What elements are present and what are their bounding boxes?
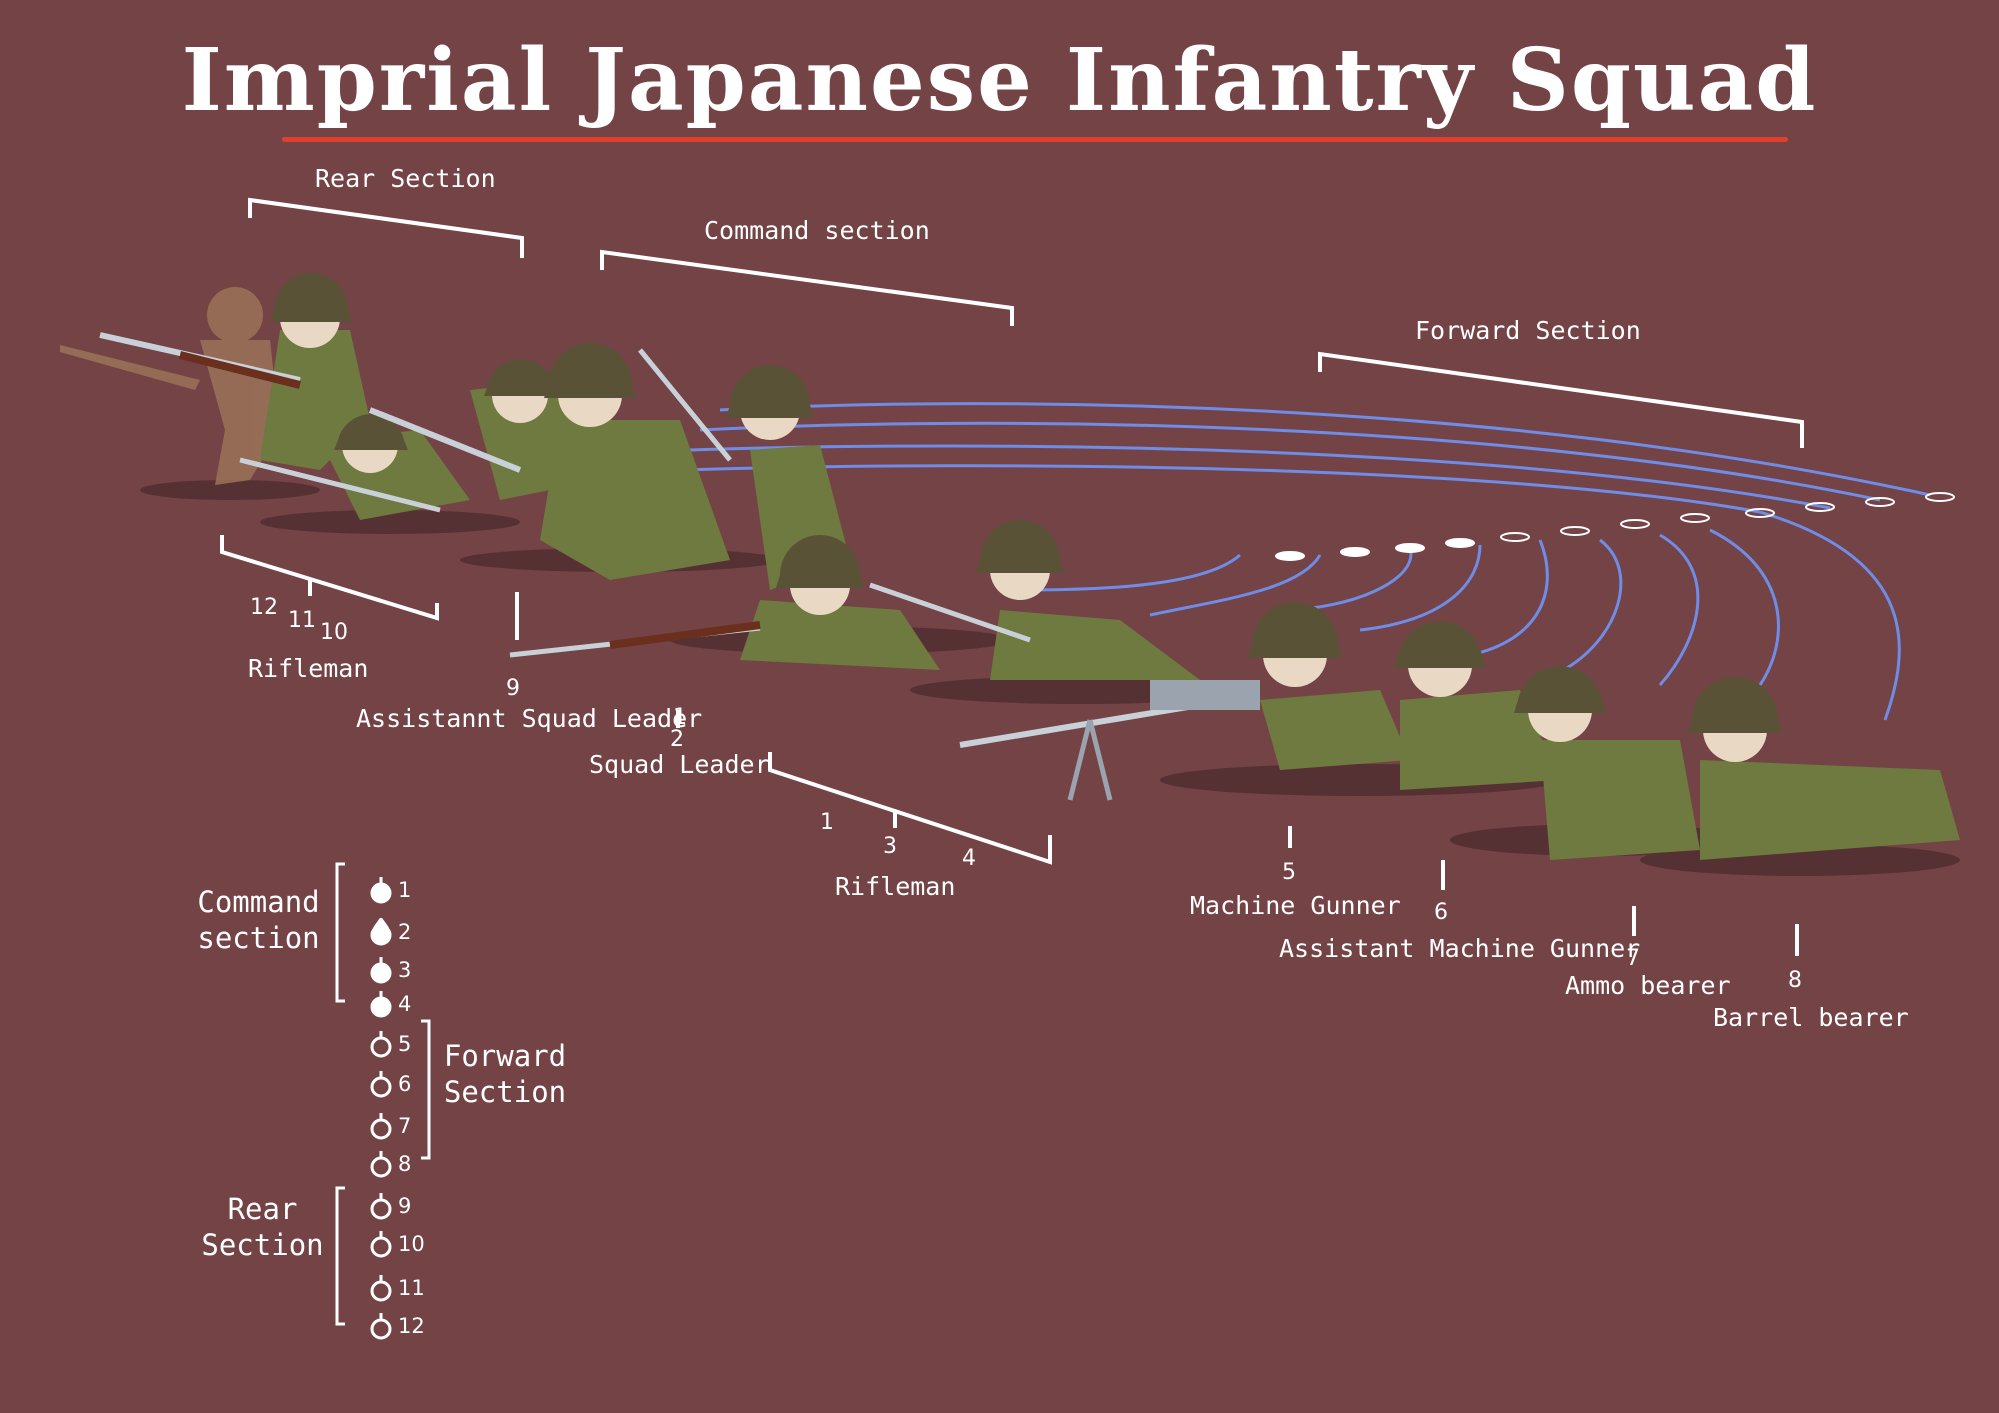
legend-item-number: 6 (398, 1072, 412, 1096)
legend-item-number: 3 (398, 958, 412, 982)
legend-item-number: 8 (398, 1152, 412, 1176)
hollow-marker-icon (370, 1113, 392, 1140)
legend-item-number: 7 (398, 1114, 412, 1138)
number-1-leader: 1 (673, 705, 687, 730)
legend-item-number: 11 (398, 1276, 425, 1300)
legend-item-9: 9 (370, 1192, 411, 1220)
hollow-marker-icon (370, 1193, 392, 1220)
number-4: 4 (962, 846, 976, 871)
number-10: 10 (320, 620, 348, 645)
rear-section-label: Rear Section (315, 164, 496, 193)
footprints (1275, 492, 1955, 561)
legend-item-1: 1 (370, 876, 411, 904)
legend-item-4: 4 (370, 990, 411, 1018)
legend-item-12: 12 (370, 1312, 425, 1340)
legend-forward-label: Forward Section (443, 1039, 567, 1109)
soldier-12 (99, 273, 370, 470)
machine-gunner-label: Machine Gunner (1190, 891, 1401, 920)
filled-marker-icon (370, 957, 392, 984)
page-title: Imprial Japanese Infantry Squad (181, 30, 1818, 131)
filled-marker-icon (370, 918, 392, 946)
number-8: 8 (1788, 968, 1802, 993)
soldier-5-machine-gunner (1248, 602, 1410, 770)
number-2: 2 (670, 727, 684, 752)
legend-item-number: 9 (398, 1194, 412, 1218)
hollow-marker-icon (370, 1313, 392, 1340)
soldier-3 (869, 520, 1200, 680)
soldier-9 (368, 343, 730, 580)
barrel-bearer-label: Barrel bearer (1713, 1003, 1909, 1032)
number-12: 12 (250, 595, 278, 620)
rifleman-front-label: Rifleman (835, 872, 956, 901)
legend-item-2: 2 (370, 918, 411, 946)
legend-item-8: 8 (370, 1150, 411, 1178)
hollow-marker-icon (370, 1231, 392, 1258)
legend-rear-label: Rear Section (201, 1192, 324, 1262)
hollow-marker-icon (370, 1071, 392, 1098)
rifleman-rear-label: Rifleman (248, 654, 369, 683)
legend-item-number: 2 (398, 920, 412, 944)
assistant-squad-leader-label: Assistannt Squad Leader (356, 704, 703, 733)
legend-item-3: 3 (370, 956, 411, 984)
title-underline (282, 137, 1788, 142)
legend-item-10: 10 (370, 1230, 425, 1258)
legend-item-11: 11 (370, 1274, 425, 1302)
command-section-label: Command section (704, 216, 930, 245)
legend-item-number: 4 (398, 992, 412, 1016)
legend-item-number: 12 (398, 1314, 425, 1338)
number-6: 6 (1434, 900, 1448, 925)
soldier-6-assistant-machine-gunner (1394, 621, 1560, 790)
legend-item-7: 7 (370, 1112, 411, 1140)
number-1: 1 (820, 810, 834, 835)
machine-gun (959, 680, 1260, 801)
soldier-8-barrel-bearer (1688, 677, 1960, 860)
squad-leader-label: Squad Leader (589, 750, 770, 779)
legend-command-label: Command section (197, 885, 320, 955)
legend-item-5: 5 (370, 1030, 411, 1058)
number-3: 3 (883, 834, 897, 859)
ammo-bearer-label: Ammo bearer (1565, 971, 1731, 1000)
movement-arrows (679, 402, 1931, 721)
legend-item-number: 1 (398, 878, 412, 902)
filled-marker-icon (370, 877, 392, 904)
hollow-marker-icon (370, 1275, 392, 1302)
number-11: 11 (288, 608, 316, 633)
forward-section-label: Forward Section (1415, 316, 1641, 345)
soldier-1 (509, 535, 940, 670)
soldier-7-ammo-bearer (1514, 666, 1700, 860)
legend-item-number: 10 (398, 1232, 425, 1256)
legend-item-number: 5 (398, 1032, 412, 1056)
assistant-machine-gunner-label: Assistant Machine Gunner (1279, 934, 1641, 963)
soldier-11 (239, 414, 470, 520)
number-9: 9 (506, 676, 520, 701)
hollow-marker-icon (370, 1151, 392, 1178)
brackets (220, 197, 1804, 956)
number-5: 5 (1282, 860, 1296, 885)
number-7: 7 (1626, 946, 1640, 971)
legend-item-6: 6 (370, 1070, 411, 1098)
hollow-marker-icon (370, 1031, 392, 1058)
filled-marker-icon (370, 991, 392, 1018)
